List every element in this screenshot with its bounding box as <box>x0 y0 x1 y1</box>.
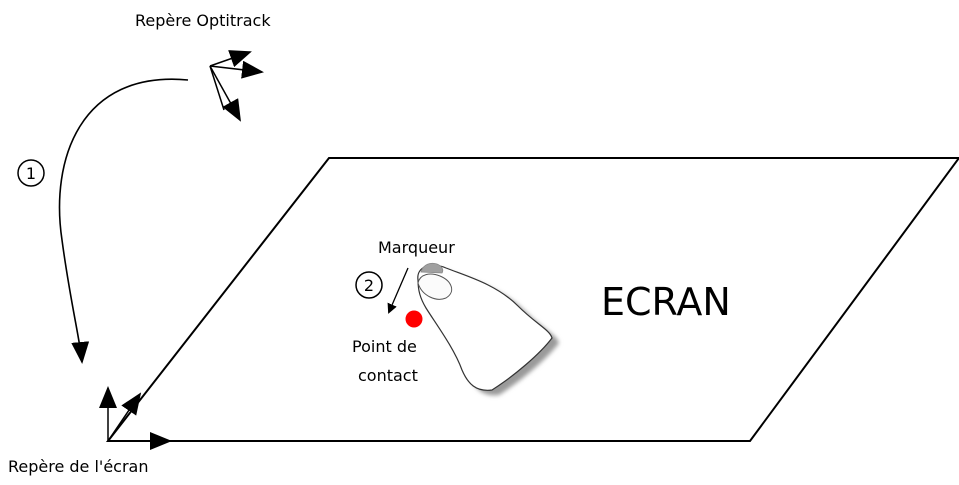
step-1-number: 1 <box>26 164 36 183</box>
optitrack-frame-axes <box>209 50 264 122</box>
screen-outline <box>105 157 959 442</box>
marker-icon <box>420 262 444 274</box>
step-1-badge: 1 <box>17 159 45 187</box>
step-2-number: 2 <box>364 276 374 295</box>
transform-arrow-2 <box>387 267 409 314</box>
screen-label: ECRAN <box>601 280 731 324</box>
marker-label: Marqueur <box>378 238 455 257</box>
screen-frame-label: Repère de l'écran <box>8 457 149 476</box>
screen-frame-axes <box>99 386 172 450</box>
contact-point-label-line2: contact <box>358 366 418 385</box>
contact-point-dot <box>405 310 423 328</box>
transform-arrow-1 <box>58 78 189 364</box>
step-2-badge: 2 <box>355 271 383 299</box>
contact-point-label-line1: Point de <box>352 337 417 356</box>
optitrack-frame-label: Repère Optitrack <box>135 11 271 30</box>
finger-illustration <box>417 264 559 396</box>
